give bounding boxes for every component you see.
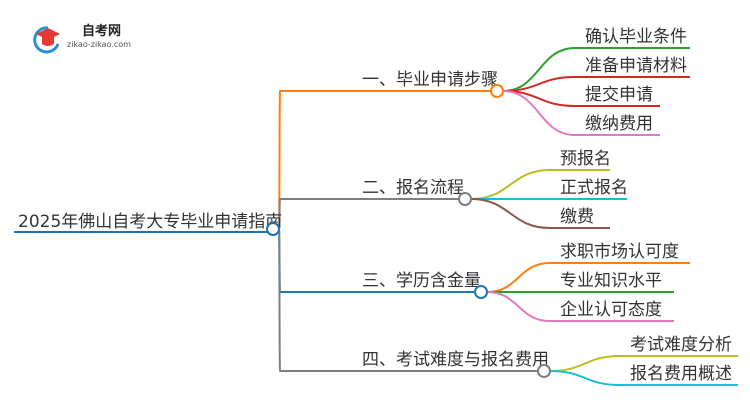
branch-1-collapse-toggle[interactable] — [490, 84, 504, 98]
branch-4-child-2-label[interactable]: 报名费用概述 — [630, 364, 732, 384]
branch-4-collapse-toggle[interactable] — [537, 364, 551, 378]
branch-2-child-2-label[interactable]: 正式报名 — [560, 178, 628, 198]
logo: 自考网 zikao-zikao.com — [33, 23, 131, 54]
child-edge — [486, 262, 551, 293]
branch-1-child-3-label[interactable]: 提交申请 — [585, 85, 653, 105]
branch-4-child-1-label[interactable]: 考试难度分析 — [630, 335, 732, 355]
branch-2-collapse-toggle[interactable] — [458, 192, 472, 206]
branch-1-child-4-label[interactable]: 缴纳费用 — [585, 114, 653, 134]
branch-1-child-2-label[interactable]: 准备申请材料 — [585, 56, 687, 76]
branch-4-label[interactable]: 四、考试难度与报名费用 — [362, 350, 549, 370]
child-edge — [502, 90, 576, 136]
child-edge — [470, 198, 551, 229]
root-node-label[interactable]: 2025年佛山自考大专毕业申请指南 — [18, 212, 282, 232]
branch-3-child-3-label[interactable]: 企业认可态度 — [560, 300, 662, 320]
branch-2-child-3-label[interactable]: 缴费 — [560, 207, 594, 227]
child-edge — [470, 169, 551, 200]
child-edge — [502, 47, 576, 92]
branch-edge — [278, 228, 281, 372]
logo-ring-icon — [33, 26, 60, 54]
child-edge — [549, 355, 621, 372]
graduation-cap-icon — [36, 28, 60, 46]
logo-title: 自考网 — [82, 23, 121, 39]
branch-1-child-1-label[interactable]: 确认毕业条件 — [585, 27, 687, 47]
branch-2-label[interactable]: 二、报名流程 — [362, 178, 464, 198]
child-edge — [549, 370, 621, 386]
branch-3-label[interactable]: 三、学历含金量 — [362, 271, 481, 291]
child-edge — [486, 291, 551, 322]
branch-1-label[interactable]: 一、毕业申请步骤 — [362, 70, 498, 90]
branch-2-child-1-label[interactable]: 预报名 — [560, 149, 611, 169]
branch-3-child-2-label[interactable]: 专业知识水平 — [560, 271, 662, 291]
root-collapse-toggle[interactable] — [266, 222, 280, 236]
branch-3-collapse-toggle[interactable] — [474, 285, 488, 299]
branch-3-child-1-label[interactable]: 求职市场认可度 — [560, 242, 679, 262]
logo-url: zikao-zikao.com — [67, 40, 131, 49]
